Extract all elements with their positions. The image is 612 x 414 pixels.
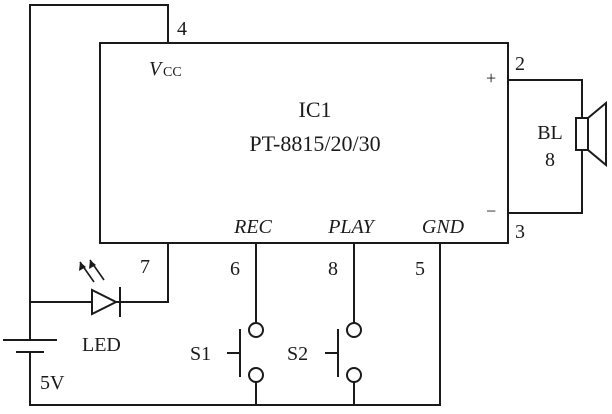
pin-6-number: 6 <box>230 258 240 280</box>
pin-3-number: 3 <box>515 221 525 243</box>
led-wire <box>29 242 169 303</box>
speaker-wire-negative <box>507 149 583 214</box>
battery-symbol <box>3 339 57 406</box>
speaker-name: BL <box>537 122 563 144</box>
ic-name: IC1 <box>299 97 332 122</box>
led-symbol <box>79 259 121 317</box>
pin-7-number: 7 <box>140 256 150 278</box>
plus-sign: + <box>486 68 496 88</box>
ic-model: PT-8815/20/30 <box>249 131 380 156</box>
switch-s1-label: S1 <box>190 343 211 365</box>
gnd-label: GND <box>422 216 465 238</box>
ground-rail <box>29 242 441 406</box>
vcc-label: V CC <box>149 58 182 80</box>
pin-4-number: 4 <box>177 18 187 40</box>
vcc-wire <box>29 4 169 341</box>
battery-voltage: 5V <box>40 372 65 394</box>
pin-5-number: 5 <box>415 258 425 280</box>
speaker-icon <box>575 100 607 168</box>
switch-s1 <box>227 242 264 406</box>
rec-label: REC <box>233 216 272 238</box>
switch-s2 <box>325 242 362 406</box>
play-label: PLAY <box>327 216 375 238</box>
vcc-label-main: V <box>149 58 164 80</box>
speaker-impedance: 8 <box>545 149 555 171</box>
pin-8-number: 8 <box>328 258 338 280</box>
ic-body <box>99 42 509 244</box>
minus-sign: − <box>486 201 496 221</box>
switch-s2-label: S2 <box>287 343 308 365</box>
led-label: LED <box>82 334 121 356</box>
vcc-label-sub: CC <box>163 65 182 80</box>
pin-2-number: 2 <box>515 53 525 75</box>
speaker-wire-positive <box>507 79 583 119</box>
